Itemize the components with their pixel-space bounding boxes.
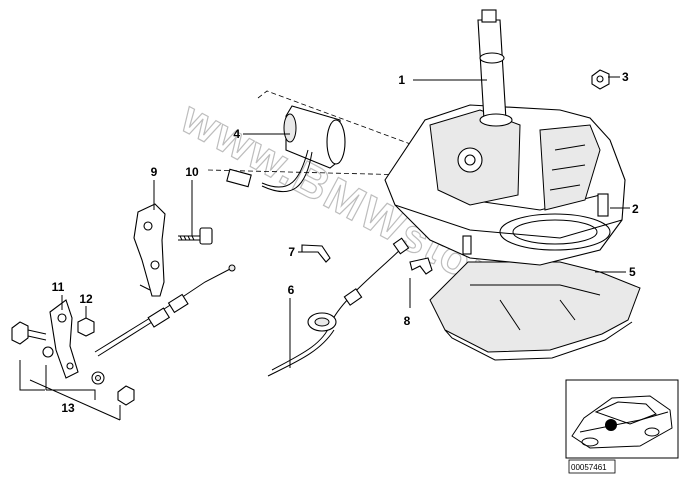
callout-9: 9 [151, 165, 158, 179]
clip-part-7 [301, 244, 331, 263]
callout-8: 8 [404, 314, 411, 328]
nut-part-12 [77, 317, 95, 337]
callout-labels: 1 2 3 4 5 6 7 8 9 10 11 12 13 [52, 70, 639, 415]
callout-7: 7 [288, 245, 295, 259]
solenoid-part [226, 105, 346, 193]
callout-6: 6 [288, 283, 295, 297]
lever-part-9 [133, 203, 166, 297]
bolt-assembly-13 [11, 321, 135, 421]
callout-5: 5 [629, 265, 636, 279]
callout-10: 10 [185, 165, 199, 179]
reference-code: 00057461 [571, 463, 607, 472]
reference-code-box [568, 459, 616, 474]
selector-cable [267, 237, 410, 377]
callout-4: 4 [233, 127, 240, 141]
callout-13: 13 [61, 401, 75, 415]
callout-1: 1 [398, 73, 405, 87]
vehicle-inset [565, 379, 679, 459]
callout-12: 12 [79, 292, 93, 306]
clip-part-8 [409, 257, 433, 275]
linkage-part-11 [49, 299, 79, 379]
callout-11: 11 [52, 280, 65, 294]
leader-lines [61, 76, 630, 368]
bolt-part-10 [178, 227, 213, 245]
location-marker-icon [605, 419, 617, 431]
dashed-guide-lines [207, 90, 441, 176]
shift-cable [94, 264, 236, 357]
callout-3: 3 [622, 70, 629, 84]
callout-2: 2 [632, 202, 639, 216]
shifter-assembly [384, 9, 641, 361]
